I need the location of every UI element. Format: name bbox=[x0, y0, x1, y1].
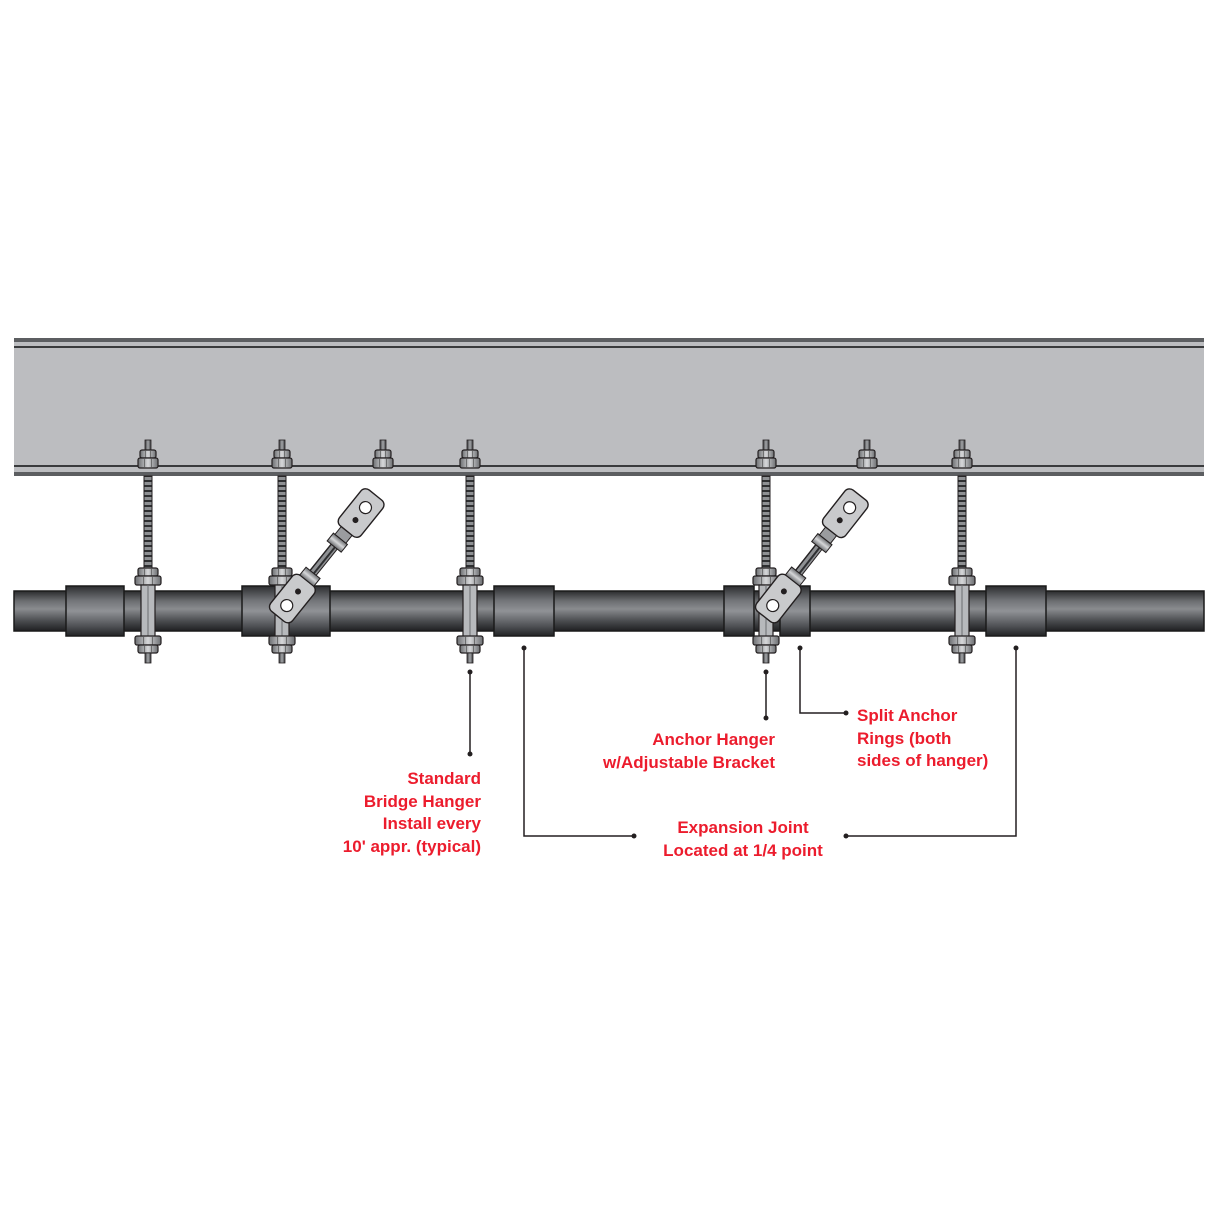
expansion-joint bbox=[493, 585, 555, 637]
expansion-joint bbox=[985, 585, 1047, 637]
leader-lines bbox=[469, 648, 1017, 837]
label-anchor-hanger: Anchor Hanger w/Adjustable Bracket bbox=[603, 729, 775, 774]
label-line: Rings (both bbox=[857, 728, 952, 748]
split-anchor-ring bbox=[723, 585, 755, 637]
bracket-group bbox=[268, 439, 878, 624]
leader-expansion-left bbox=[523, 648, 634, 837]
label-split-anchor-rings: Split Anchor Rings (both sides of hanger… bbox=[857, 705, 988, 773]
leader-split-anchor bbox=[799, 648, 846, 714]
label-line: Standard bbox=[407, 769, 481, 788]
pipe-coupling bbox=[65, 585, 125, 637]
bridge-hanger bbox=[134, 439, 162, 664]
label-line: Bridge Hanger bbox=[363, 791, 481, 811]
leader-expansion-right bbox=[846, 648, 1017, 837]
hanger-group bbox=[134, 439, 976, 664]
bridge-hanger bbox=[456, 439, 484, 664]
label-line: Anchor Hanger bbox=[652, 730, 775, 749]
label-line: Install every bbox=[382, 814, 481, 833]
label-line: 10' appr. (typical) bbox=[342, 836, 481, 856]
steel-beam bbox=[14, 338, 1204, 476]
label-line: Expansion Joint bbox=[677, 818, 809, 837]
label-standard-bridge-hanger: Standard Bridge Hanger Install every 10'… bbox=[343, 768, 481, 858]
bridge-hanger bbox=[752, 439, 780, 664]
leader-dots bbox=[467, 645, 1019, 839]
label-line: w/Adjustable Bracket bbox=[603, 752, 775, 772]
label-line: Located at 1/4 point bbox=[663, 840, 823, 860]
label-line: Split Anchor bbox=[857, 706, 958, 725]
label-line: sides of hanger) bbox=[857, 751, 989, 770]
adjustable-bracket bbox=[754, 439, 878, 624]
label-expansion-joint: Expansion Joint Located at 1/4 point bbox=[643, 817, 843, 862]
bridge-hanger bbox=[948, 439, 976, 664]
adjustable-bracket bbox=[268, 439, 394, 624]
